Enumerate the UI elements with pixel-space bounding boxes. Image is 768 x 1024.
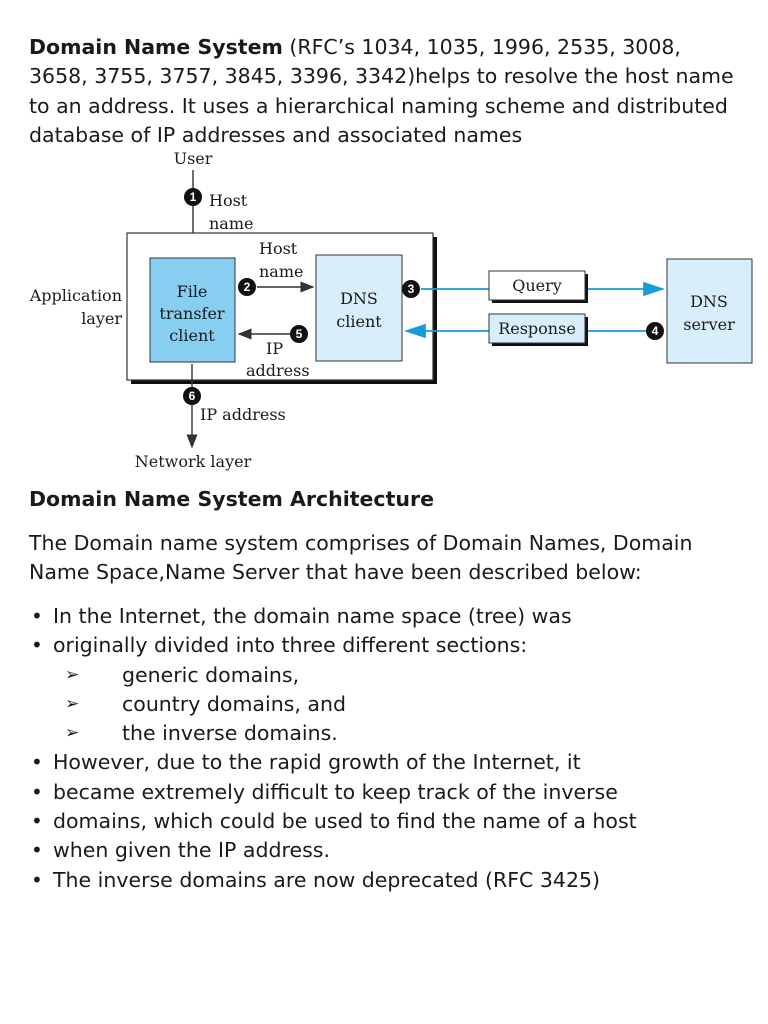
dns-diagram: User 1 Host name Application layer File …: [29, 149, 753, 471]
host-name-label-2b: name: [259, 262, 303, 281]
dns-server-box: [666, 258, 753, 364]
step-4-number: 4: [652, 324, 659, 338]
arrowhead-bullet-icon: ➢: [65, 664, 80, 685]
bullet-icon: •: [31, 604, 43, 628]
ip-address-label: IP address: [200, 405, 286, 424]
ip-label-b: address: [246, 361, 310, 380]
step-5-number: 5: [296, 327, 303, 341]
dns-client-label-b: client: [336, 312, 382, 331]
ip-label-a: IP: [266, 339, 283, 358]
section-title: Domain Name System Architecture: [29, 487, 434, 511]
intro-text: (RFC’s 1034, 1035, 1996, 2535, 3008, 365…: [29, 35, 734, 147]
application-label-b: layer: [81, 309, 122, 328]
response-label: Response: [498, 319, 576, 338]
list-item: • In the Internet, the domain name space …: [29, 602, 741, 631]
list-item-text: domains, which could be used to find the…: [53, 809, 637, 834]
sub-list-item: ➢ the inverse domains.: [29, 719, 741, 748]
ftc-label-b: transfer: [159, 304, 225, 323]
ftc-label-a: File: [177, 282, 208, 301]
ftc-label-c: client: [169, 326, 215, 345]
sub-list-item: ➢ generic domains,: [29, 661, 741, 690]
dns-client-label-a: DNS: [340, 289, 378, 308]
dns-server-label-b: server: [683, 315, 735, 334]
list-item: • However, due to the rapid growth of the…: [29, 748, 741, 777]
bullet-icon: •: [31, 867, 43, 892]
step-5-badge: [290, 325, 308, 343]
step-1-badge: [184, 188, 202, 206]
host-name-label-1a: Host: [209, 191, 248, 210]
step-3-number: 3: [408, 282, 415, 296]
list-item-text: In the Internet, the domain name space (…: [53, 604, 572, 628]
sub-list-item-text: the inverse domains.: [122, 721, 338, 746]
sub-list-item-text: country domains, and: [122, 691, 346, 716]
step-1-number: 1: [190, 190, 197, 204]
step-3-badge: [402, 280, 420, 298]
list-item-text: The inverse domains are now deprecated (…: [53, 867, 601, 892]
step-2-number: 2: [244, 280, 251, 294]
list-item-text: originally divided into three different …: [53, 633, 528, 658]
host-name-label-1b: name: [209, 214, 253, 233]
bullet-icon: •: [31, 838, 43, 863]
bullet-icon: •: [31, 633, 43, 658]
list-item-text: However, due to the rapid growth of the …: [53, 750, 581, 775]
file-transfer-client-box: [149, 257, 236, 363]
list-item-text: became extremely difficult to keep track…: [53, 779, 618, 804]
dns-client-box: [315, 254, 403, 362]
bullet-icon: •: [31, 750, 43, 775]
host-name-label-2a: Host: [259, 239, 298, 258]
list-item: • domains, which could be used to find th…: [29, 807, 741, 836]
list-item: • became extremely difficult to keep trac…: [29, 778, 741, 807]
network-layer-label: Network layer: [135, 452, 252, 471]
description-paragraph: The Domain name system comprises of Doma…: [29, 531, 693, 585]
query-box: [488, 270, 586, 301]
step-2-badge: [238, 278, 256, 296]
sub-list-item: ➢ country domains, and: [29, 690, 741, 719]
step-6-badge: [183, 387, 201, 405]
intro-paragraph: Domain Name System (RFC’s 1034, 1035, 19…: [29, 33, 741, 150]
bullet-list: • In the Internet, the domain name space …: [29, 602, 741, 895]
user-label: User: [174, 149, 213, 168]
intro-term: Domain Name System: [29, 35, 283, 59]
step-4-badge: [646, 322, 664, 340]
list-item: • originally divided into three different…: [29, 631, 741, 660]
bullet-icon: •: [31, 809, 43, 834]
query-label: Query: [512, 276, 562, 295]
arrowhead-bullet-icon: ➢: [65, 693, 80, 714]
response-box: [488, 313, 586, 344]
dns-server-label-a: DNS: [690, 292, 728, 311]
application-label-a: Application: [29, 286, 122, 305]
step-6-number: 6: [189, 389, 196, 403]
sub-list-item-text: generic domains,: [122, 662, 300, 687]
list-item: • The inverse domains are now deprecated …: [29, 866, 741, 895]
list-item: • when given the IP address.: [29, 836, 741, 865]
bullet-icon: •: [31, 779, 43, 804]
list-item-text: when given the IP address.: [53, 838, 330, 863]
arrowhead-bullet-icon: ➢: [65, 723, 80, 744]
